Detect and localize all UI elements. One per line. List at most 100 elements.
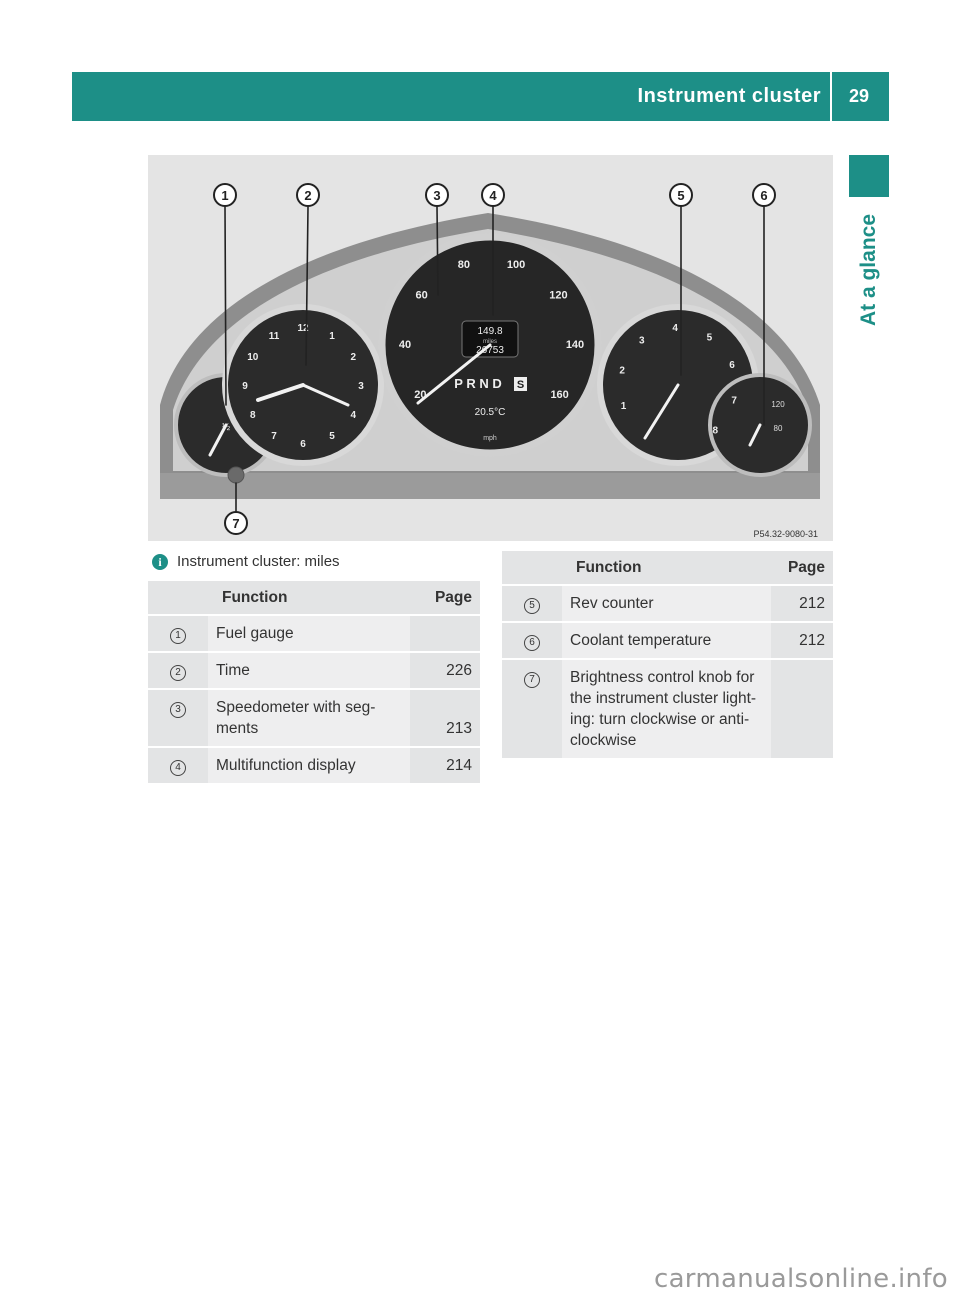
callout-number: 1 — [221, 188, 228, 203]
rev-label: 3 — [639, 336, 645, 347]
side-tab-label: At a glance — [857, 213, 880, 327]
row-number: 4 — [148, 747, 208, 785]
row-page — [410, 615, 480, 653]
rev-label: 5 — [707, 332, 713, 343]
header-divider — [830, 72, 832, 121]
speedo-label: 160 — [550, 389, 568, 401]
table-row: 7 Brightness control knob for the instru… — [502, 659, 833, 760]
clock-numeral: 11 — [269, 331, 280, 342]
clock-numeral: 7 — [271, 431, 277, 442]
display-odometer: 26753 — [476, 345, 504, 356]
page-number: 29 — [848, 86, 869, 106]
num-header — [148, 581, 208, 616]
row-page: 213 — [410, 689, 480, 748]
side-tab-marker — [849, 155, 889, 197]
clock-numeral: 2 — [350, 352, 356, 363]
row-function: Brightness control knob for the instrume… — [562, 659, 771, 760]
clock-numeral: 3 — [358, 381, 364, 392]
callout-marker — [752, 183, 776, 207]
function-table-left: Function Page 1 Fuel gauge 2 Time 226 3 … — [148, 581, 480, 785]
callout-number: 5 — [677, 188, 684, 203]
callout-number: 3 — [433, 188, 440, 203]
row-function: Multifunction display — [208, 747, 410, 785]
display-trip: 149.8 — [477, 326, 502, 337]
table-row: 3 Speedometer with seg- ments 213 — [148, 689, 480, 748]
row-page: 212 — [771, 585, 833, 623]
speedo-label: 60 — [415, 290, 427, 302]
speed-unit: mph — [483, 435, 497, 442]
clock-numeral: 5 — [329, 431, 335, 442]
speedo-label: 40 — [399, 339, 411, 351]
coolant-needle — [748, 423, 762, 447]
row-function: Fuel gauge — [208, 615, 410, 653]
clock-numeral: 12 — [297, 323, 309, 334]
header-bar: Instrument cluster 29 — [72, 72, 889, 121]
gear-mode: S — [517, 379, 524, 391]
callout-marker — [425, 183, 449, 207]
rev-needle — [643, 383, 680, 440]
instrument-cluster-figure: 149.8 miles 26753 P R N D S 20.5°C mph ½… — [148, 155, 833, 541]
clock-minute-hand — [301, 383, 350, 407]
rev-label: 2 — [619, 365, 625, 376]
page-header: Page — [410, 581, 480, 616]
table-row: 5 Rev counter 212 — [502, 585, 833, 623]
instrument-cluster-illustration: 149.8 miles 26753 P R N D S 20.5°C mph ½… — [148, 155, 833, 541]
row-number: 3 — [148, 689, 208, 748]
speedo-needle — [416, 343, 492, 405]
callout-leader — [224, 206, 227, 406]
clock-numeral: 8 — [250, 410, 256, 421]
row-number: 7 — [502, 659, 562, 760]
gear-indicator: P R N D — [454, 376, 501, 391]
speedo-label: 80 — [458, 259, 470, 271]
callout-marker — [224, 511, 248, 535]
display-unit: miles — [483, 339, 497, 345]
page-header: Page — [771, 551, 833, 586]
table-row: 6 Coolant temperature 212 — [502, 622, 833, 660]
callout-number: 6 — [760, 188, 767, 203]
function-table-right: Function Page 5 Rev counter 212 6 Coolan… — [502, 551, 833, 760]
callout-leader — [305, 206, 309, 366]
callout-number: 7 — [232, 516, 239, 531]
row-function: Rev counter — [562, 585, 771, 623]
row-number: 6 — [502, 622, 562, 660]
clock-numeral: 9 — [242, 381, 248, 392]
clock-numeral: 1 — [329, 331, 335, 342]
callout-number: 4 — [489, 188, 497, 203]
figure-code: P54.32-9080-31 — [753, 529, 818, 539]
callout-marker — [669, 183, 693, 207]
info-icon: i — [152, 553, 168, 570]
rev-label: 6 — [729, 360, 735, 371]
callout-marker — [481, 183, 505, 207]
function-header: Function — [208, 581, 410, 616]
callout-marker — [296, 183, 320, 207]
num-header — [502, 551, 562, 586]
caption-text: Instrument cluster: miles — [177, 553, 340, 570]
row-page — [771, 659, 833, 760]
clock-numeral: 10 — [247, 352, 259, 363]
row-page: 214 — [410, 747, 480, 785]
rev-label: 1 — [621, 401, 627, 412]
rev-label: 4 — [672, 323, 678, 334]
row-page: 212 — [771, 622, 833, 660]
table-header-row: Function Page — [148, 581, 480, 616]
row-function: Coolant temperature — [562, 622, 771, 660]
outside-temperature: 20.5°C — [475, 407, 506, 418]
row-function: Time — [208, 652, 410, 690]
rev-label: 7 — [731, 395, 737, 406]
rev-label: 8 — [713, 425, 719, 436]
callout-number: 2 — [304, 188, 311, 203]
speedo-label: 120 — [549, 290, 567, 302]
callout-leader — [436, 206, 439, 296]
table-row: 4 Multifunction display 214 — [148, 747, 480, 785]
fuel-needle — [208, 423, 228, 457]
table-header-row: Function Page — [502, 551, 833, 586]
speedo-label: 100 — [507, 259, 525, 271]
clock-hour-hand — [256, 383, 305, 402]
function-header: Function — [562, 551, 771, 586]
row-number: 5 — [502, 585, 562, 623]
callout-marker — [213, 183, 237, 207]
clock-numeral: 6 — [300, 439, 306, 450]
speedo-label: 140 — [566, 339, 584, 351]
row-number: 1 — [148, 615, 208, 653]
watermark: carmanualsonline.info — [653, 1264, 948, 1294]
